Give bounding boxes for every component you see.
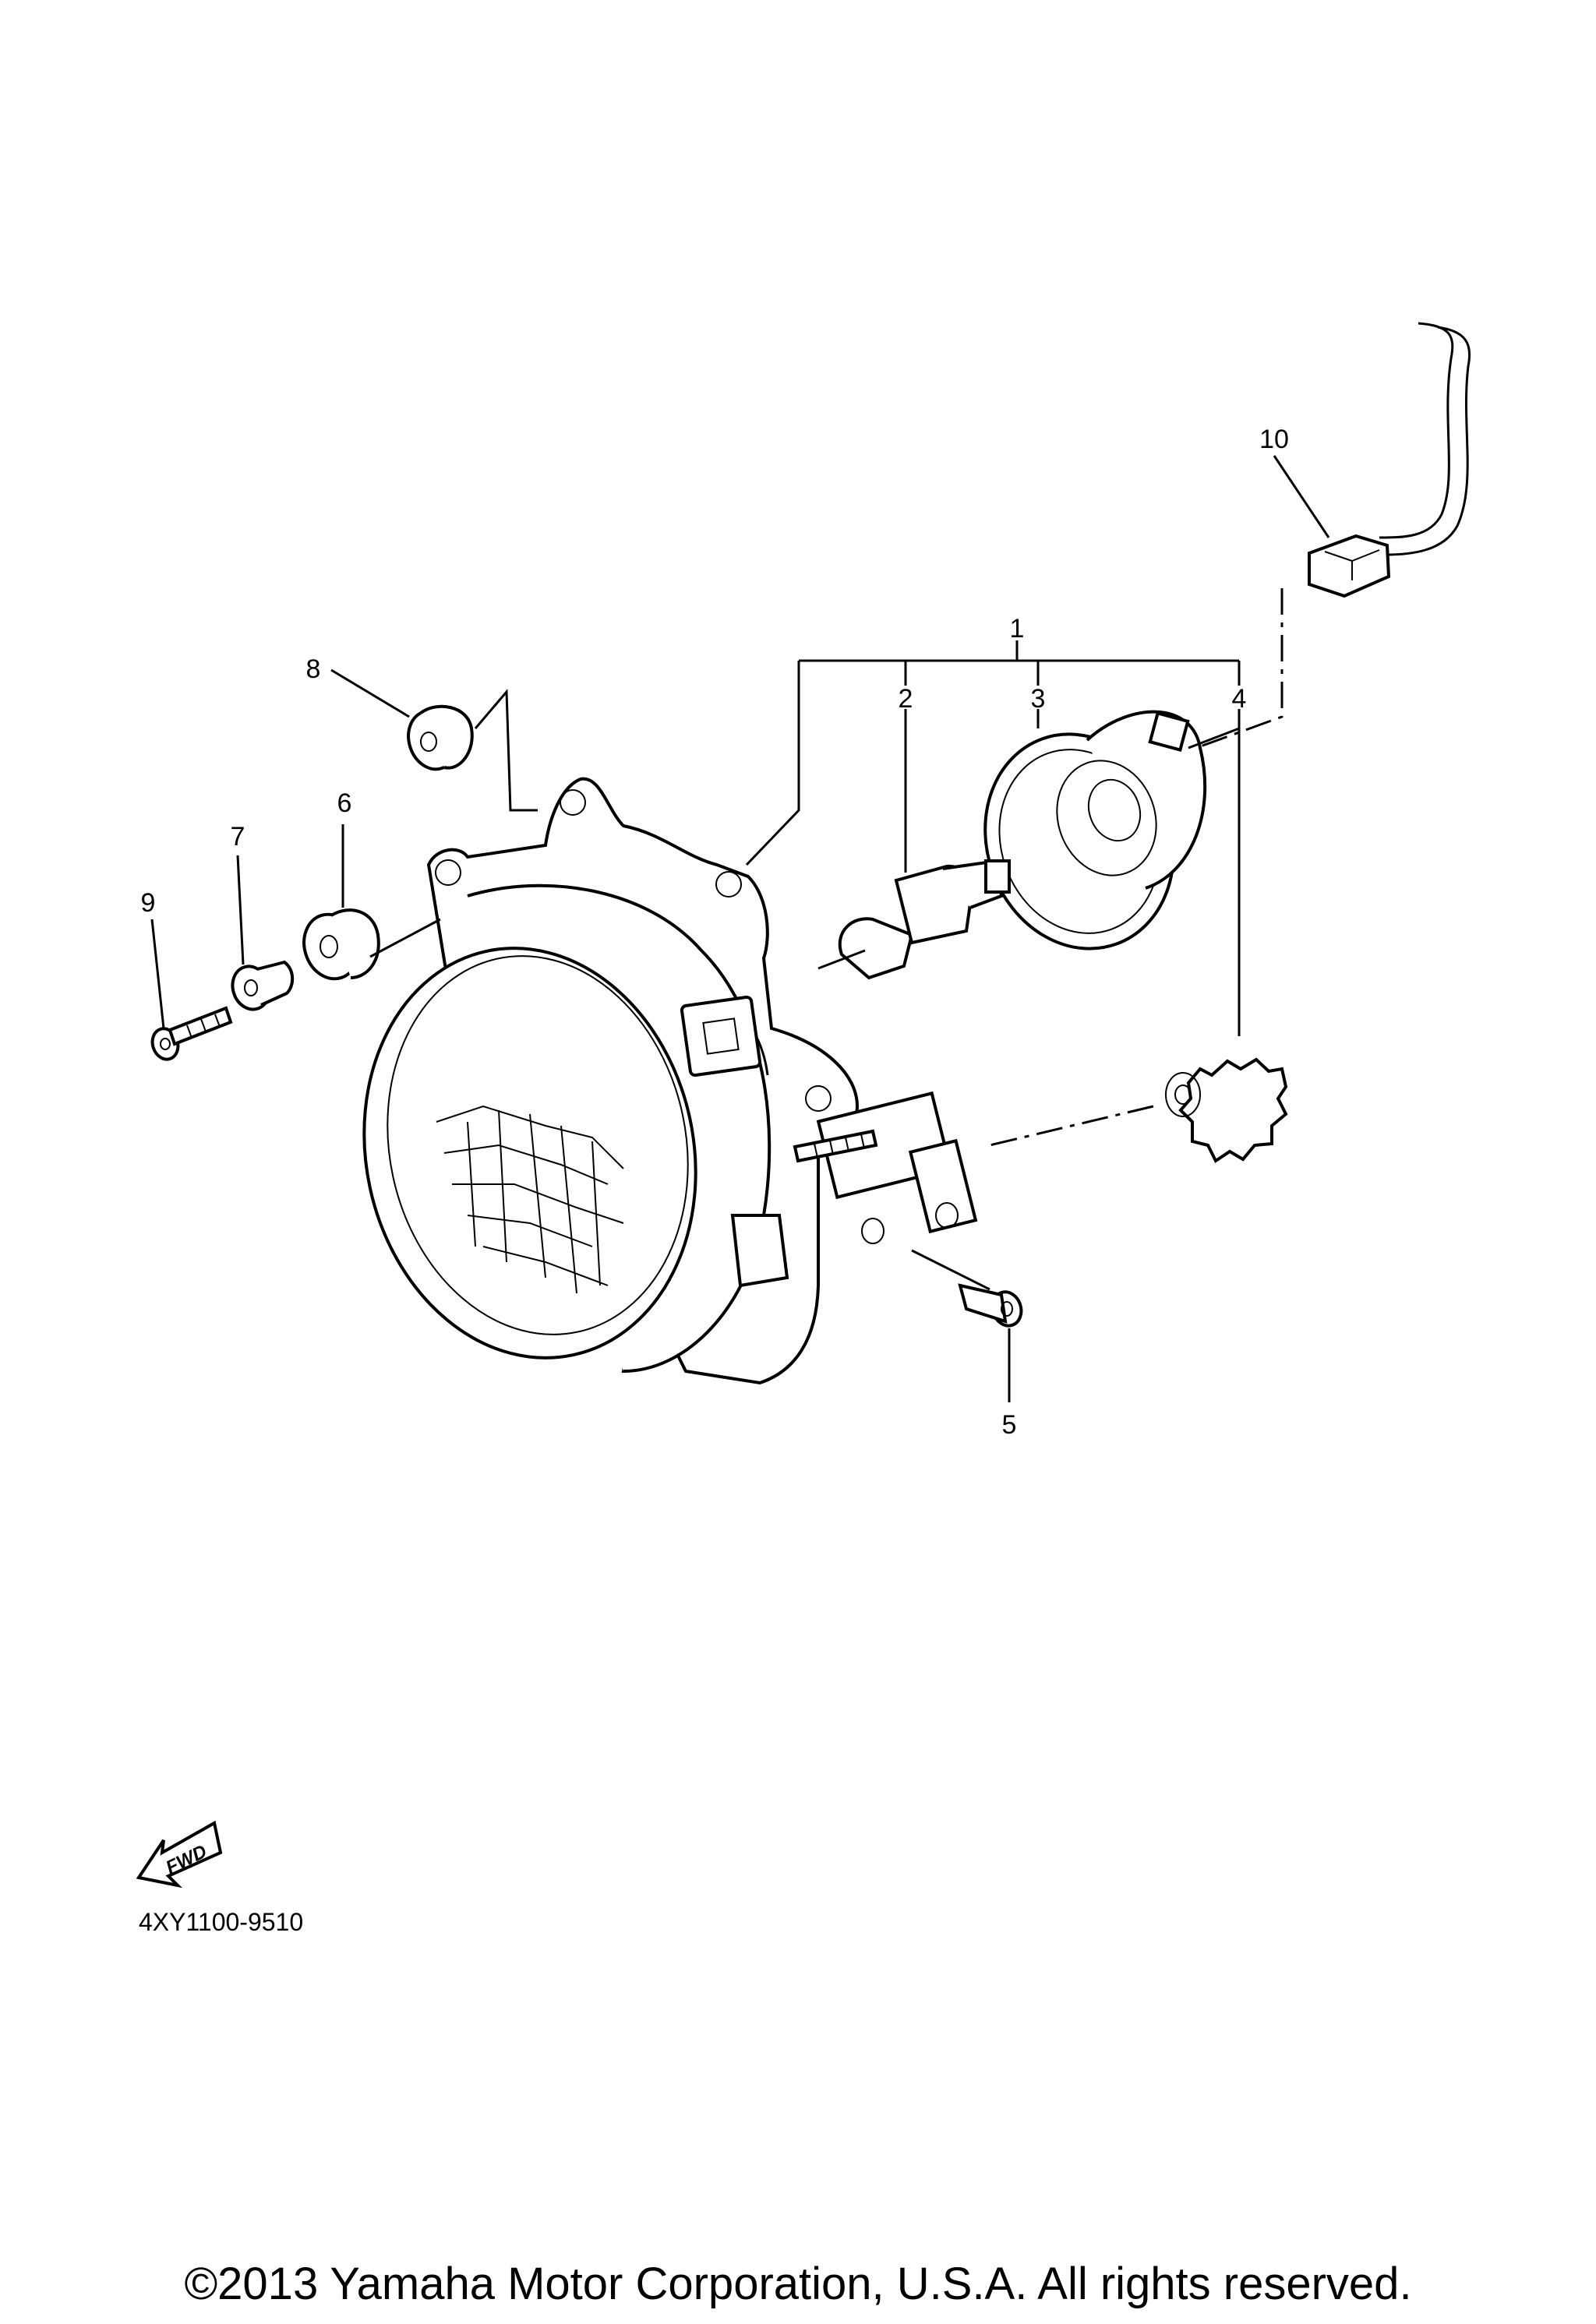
callout-4: 4 [1232, 684, 1247, 714]
part-3-socket-cover [983, 710, 1207, 950]
callout-10: 10 [1259, 425, 1289, 454]
part-6-damper [302, 908, 380, 981]
callout-7: 7 [231, 822, 245, 852]
drawing-code: 4XY1100-9510 [139, 1908, 303, 1936]
callout-3: 3 [1031, 684, 1046, 714]
callout-8: 8 [306, 654, 321, 684]
leader-lines [150, 455, 1330, 1402]
callout-1: 1 [1010, 614, 1025, 644]
callout-6: 6 [337, 788, 352, 818]
part-2-headlight-bulb [838, 859, 1011, 980]
part-10-wire-connector [1308, 322, 1471, 598]
part-9-bolt [150, 1006, 233, 1061]
callout-9: 9 [141, 888, 156, 918]
callout-2: 2 [899, 684, 913, 714]
part-7-collar [231, 960, 295, 1011]
fwd-arrow-icon: FWD [136, 1820, 223, 1888]
copyright-notice: ©2013 Yamaha Motor Corporation, U.S.A. A… [184, 2259, 1412, 2309]
part-4-boot [1165, 1057, 1288, 1163]
part-8-grommet [407, 704, 474, 771]
part-5-screw [958, 1283, 1023, 1328]
callout-5: 5 [1002, 1410, 1017, 1440]
headlight-assembly [362, 777, 978, 1385]
